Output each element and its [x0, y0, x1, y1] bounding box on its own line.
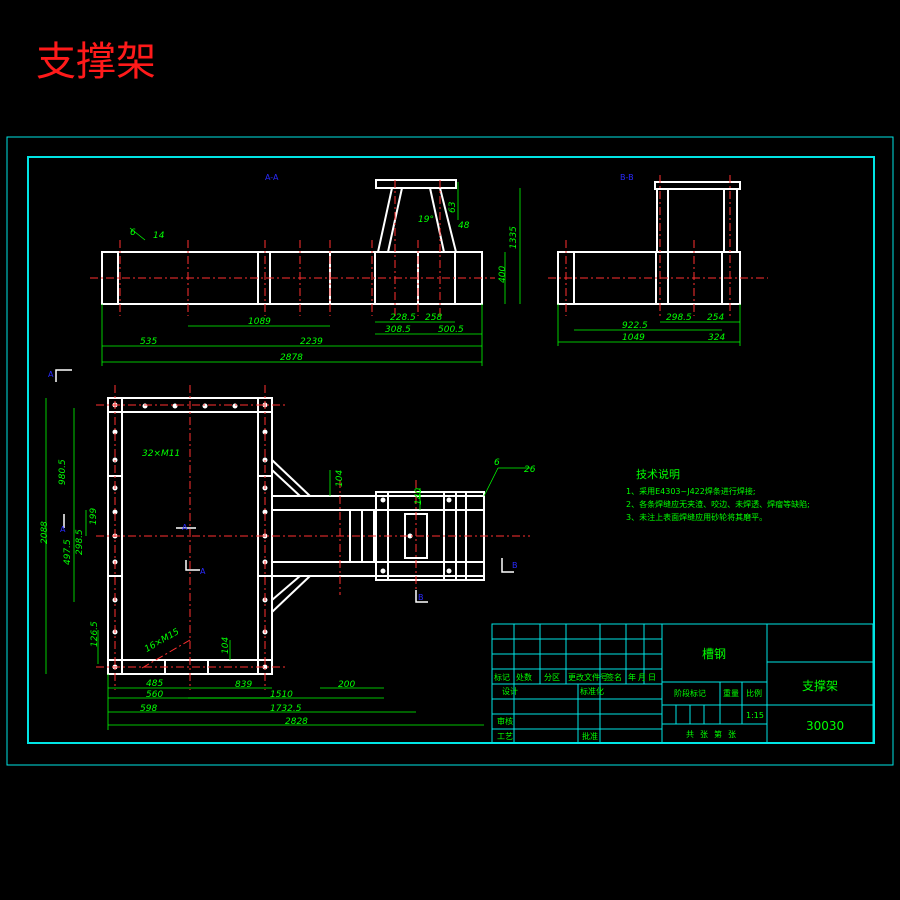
plan-dimensions	[45, 398, 530, 730]
dim-label: 598	[140, 704, 157, 714]
dim-label: 200	[338, 680, 355, 690]
tb-cell: 日	[648, 673, 656, 682]
dim-label: 63	[448, 201, 458, 213]
dim-label: 254	[707, 313, 724, 323]
tb-cell: 比例	[746, 688, 762, 698]
dim-label: 258	[425, 313, 442, 323]
dim-label: 324	[708, 333, 725, 343]
section-label: B-B	[620, 173, 634, 182]
inner-frame	[27, 156, 875, 744]
dim-label: 1732.5	[270, 704, 302, 714]
section-marker-label: B	[418, 593, 424, 602]
dim-label: 485	[146, 679, 163, 689]
tb-cell: 阶段标记	[674, 688, 706, 698]
side-view-centerlines	[548, 175, 768, 316]
side-top-plate	[654, 181, 741, 190]
tb-cell: 更改文件号	[568, 672, 608, 682]
tb-scale: 1:15	[746, 711, 764, 720]
dim-label: 1510	[270, 690, 293, 700]
tb-cell: 年	[628, 672, 636, 682]
tb-cell: 标记	[494, 672, 510, 682]
tb-cell: 批准	[582, 731, 598, 741]
notes-heading: 技术说明	[636, 467, 680, 481]
dim-label: 199	[89, 508, 99, 525]
tb-cell: 处数	[516, 672, 532, 682]
note-item: 2、各条焊缝应无夹渣、咬边、未焊透、焊瘤等缺陷;	[626, 499, 810, 509]
dim-label: 26	[524, 465, 536, 475]
dim-label: 400	[498, 266, 508, 283]
dim-label: 140	[414, 488, 424, 505]
front-view	[101, 179, 483, 305]
dim-label: 104	[221, 637, 231, 654]
section-marker-label: A	[60, 525, 66, 534]
front-view-centerlines	[90, 180, 495, 316]
dim-label: 500.5	[438, 325, 464, 335]
dim-label: 560	[146, 690, 163, 700]
dim-label: 298.5	[666, 313, 692, 323]
plan-centerlines	[96, 385, 530, 690]
dim-label: 535	[140, 337, 157, 347]
dim-label: 1335	[509, 226, 519, 249]
outer-frame	[6, 136, 894, 766]
tb-material: 槽钢	[702, 647, 726, 661]
section-marker-label: A	[182, 523, 188, 532]
dim-label: 48	[458, 221, 470, 231]
dim-label: 1049	[622, 333, 645, 343]
tb-cell: 签名	[606, 672, 622, 682]
tb-cell: 月	[638, 673, 646, 682]
note-item: 3、未注上表面焊缝应用砂轮将其磨平。	[626, 512, 767, 522]
dim-label: 19°	[418, 215, 434, 225]
dim-label: 126.5	[90, 621, 100, 647]
tb-cell: 重量	[723, 688, 739, 698]
note-item: 1、采用E4303~J422焊条进行焊接;	[626, 486, 756, 496]
section-label: A-A	[265, 173, 279, 182]
front-view-dimensions	[101, 182, 521, 366]
dim-label: 228.5	[390, 313, 416, 323]
dim-label: 298.5	[75, 529, 85, 555]
section-marker-label: A	[200, 567, 206, 576]
dim-label: 104	[335, 470, 345, 487]
dim-label: 839	[235, 680, 252, 690]
side-view-dimensions	[557, 304, 741, 346]
section-marker-label: B	[512, 561, 518, 570]
dim-label: 2088	[40, 521, 50, 544]
dim-label: 6	[130, 228, 136, 238]
tb-cell: 共	[686, 730, 694, 739]
tb-cell: 标准化	[580, 686, 604, 696]
dim-label: 980.5	[58, 459, 68, 485]
dim-label: 2828	[285, 717, 308, 727]
drawing-title: 支撑架	[36, 39, 156, 85]
title-block	[491, 623, 874, 744]
dim-label: 922.5	[622, 321, 648, 331]
dim-label: 497.5	[63, 539, 73, 565]
tb-cell: 第	[714, 729, 722, 739]
tb-cell: 工艺	[497, 732, 513, 741]
dim-label: 2878	[280, 353, 303, 363]
tb-drawing-number: 30030	[806, 719, 844, 733]
tb-cell: 设计	[502, 686, 518, 696]
dim-label: 6	[494, 458, 500, 468]
section-marker-label: A	[48, 370, 54, 379]
plan-arm-top	[271, 495, 485, 511]
tb-cell: 审核	[497, 716, 513, 726]
side-view	[557, 181, 741, 305]
tb-cell: 分区	[544, 673, 560, 682]
section-markers	[55, 369, 514, 603]
tb-part-name: 支撑架	[802, 678, 838, 693]
front-top-plate	[375, 179, 457, 189]
dim-label: 32×M11	[142, 449, 180, 459]
dim-label: 308.5	[385, 325, 411, 335]
dim-label: 16×M15	[143, 627, 181, 655]
plan-arm-bottom	[271, 561, 485, 577]
dim-label: 14	[153, 231, 165, 241]
tb-cell: 张	[700, 730, 708, 739]
tb-cell: 张	[728, 730, 736, 739]
dim-label: 2239	[300, 337, 323, 347]
dim-label: 1089	[248, 317, 271, 327]
